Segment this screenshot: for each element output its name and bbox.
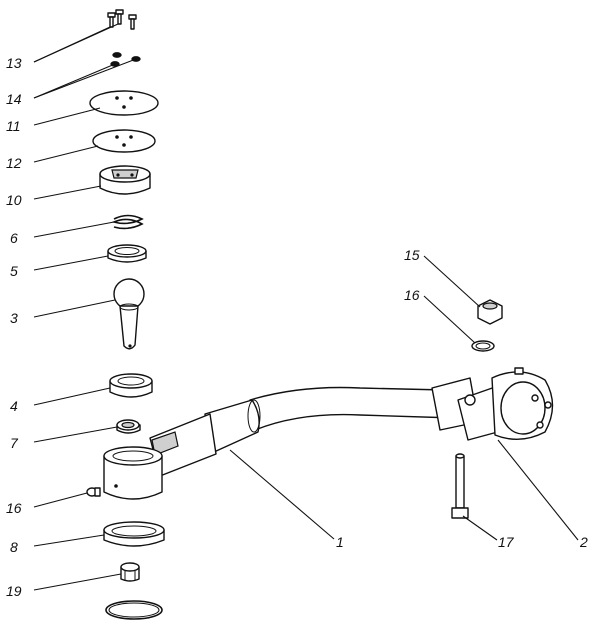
callout-3: 3 bbox=[10, 310, 18, 326]
part-12-gasket bbox=[92, 129, 156, 153]
callout-8: 8 bbox=[10, 539, 18, 555]
part-17-bolt bbox=[451, 453, 469, 519]
part-11-cover-plate bbox=[89, 90, 159, 116]
callout-12: 12 bbox=[6, 155, 22, 171]
bottom-o-ring bbox=[105, 600, 163, 620]
callout-16-left: 16 bbox=[6, 500, 22, 516]
callout-11: 11 bbox=[6, 118, 21, 134]
part-4-ring bbox=[109, 373, 153, 398]
part-13-bolts bbox=[107, 9, 137, 30]
callout-16-right: 16 bbox=[404, 287, 420, 303]
callout-14: 14 bbox=[6, 91, 22, 107]
part-6-spring bbox=[111, 214, 144, 230]
callout-1: 1 bbox=[336, 534, 344, 550]
part-8-seal bbox=[103, 521, 165, 547]
callout-7: 7 bbox=[10, 435, 19, 451]
part-16-washer-right bbox=[471, 340, 495, 352]
callout-10: 10 bbox=[6, 192, 22, 208]
part-19-nut bbox=[120, 562, 140, 582]
part-7-liner bbox=[116, 419, 141, 434]
part-5-ring bbox=[107, 244, 147, 263]
callout-5: 5 bbox=[10, 263, 18, 279]
callout-15: 15 bbox=[404, 247, 420, 263]
part-10-spring-cup bbox=[99, 165, 151, 195]
callouts: 13 14 11 12 10 6 5 3 4 7 16 8 19 15 16 1… bbox=[6, 55, 588, 599]
callout-6: 6 bbox=[10, 230, 18, 246]
part-2-clamp-end bbox=[431, 367, 554, 441]
part-3-ball-pin bbox=[113, 278, 145, 350]
leader-lines bbox=[33, 23, 579, 591]
callout-17: 17 bbox=[498, 534, 515, 550]
part-15-nut bbox=[477, 299, 503, 325]
callout-4: 4 bbox=[10, 398, 18, 414]
callout-19: 19 bbox=[6, 583, 22, 599]
callout-13: 13 bbox=[6, 55, 22, 71]
rod-end-socket bbox=[103, 446, 163, 500]
part-14-washers bbox=[110, 52, 141, 67]
part-16-fitting-left bbox=[86, 487, 101, 497]
callout-2: 2 bbox=[579, 534, 588, 550]
part-1-tie-rod bbox=[149, 386, 456, 477]
